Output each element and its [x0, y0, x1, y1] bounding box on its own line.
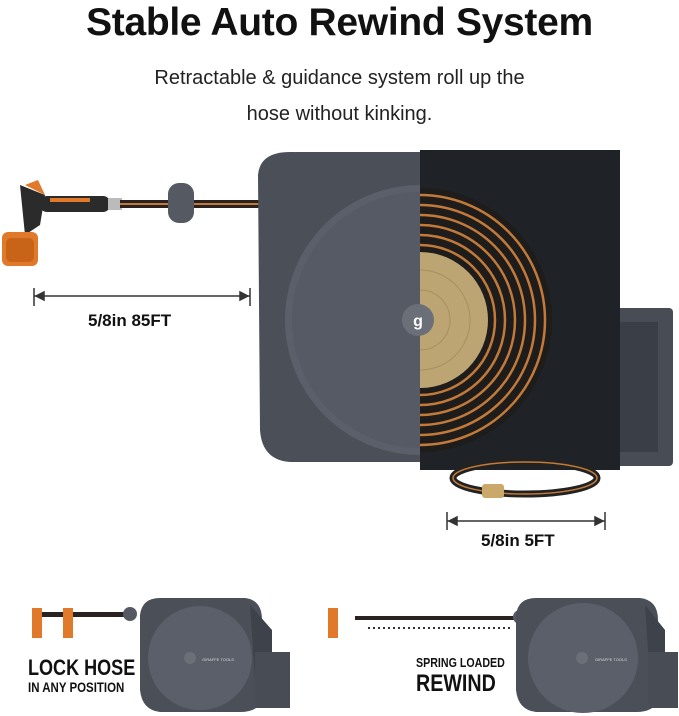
reel-cutaway — [420, 150, 620, 470]
hose-coil-rings — [420, 193, 547, 447]
reel-lock-hose: GIRAFFE TOOLS — [32, 598, 290, 712]
brand-logo-text: GIRAFFE TOOLS — [202, 657, 234, 662]
hose-main — [120, 183, 270, 223]
feature-lock-hose-title: LOCK HOSE — [28, 655, 136, 680]
measure-arrow-main — [33, 288, 251, 306]
spray-nozzle — [2, 180, 122, 266]
leader-hose — [449, 458, 601, 498]
hose-main-label: 5/8in 85FT — [88, 311, 172, 330]
feature-rewind-subtitle: SPRING LOADED — [416, 655, 505, 670]
feature-lock-hose-subtitle: IN ANY POSITION — [28, 679, 125, 695]
page-title: Stable Auto Rewind System — [86, 1, 593, 44]
measure-arrow-leader — [446, 512, 606, 530]
brand-logo-text: GIRAFFE TOOLS — [595, 657, 627, 662]
brand-logo-icon: g — [413, 313, 423, 330]
hose-leader-label: 5/8in 5FT — [481, 531, 555, 550]
feature-rewind-title: REWIND — [416, 670, 496, 697]
subtitle-line-1: Retractable & guidance system roll up th… — [154, 67, 525, 89]
hose-reel-main: g — [258, 150, 673, 470]
reel-spring-rewind: GIRAFFE TOOLS — [328, 598, 678, 713]
subtitle-line-2: hose without kinking. — [246, 103, 433, 125]
